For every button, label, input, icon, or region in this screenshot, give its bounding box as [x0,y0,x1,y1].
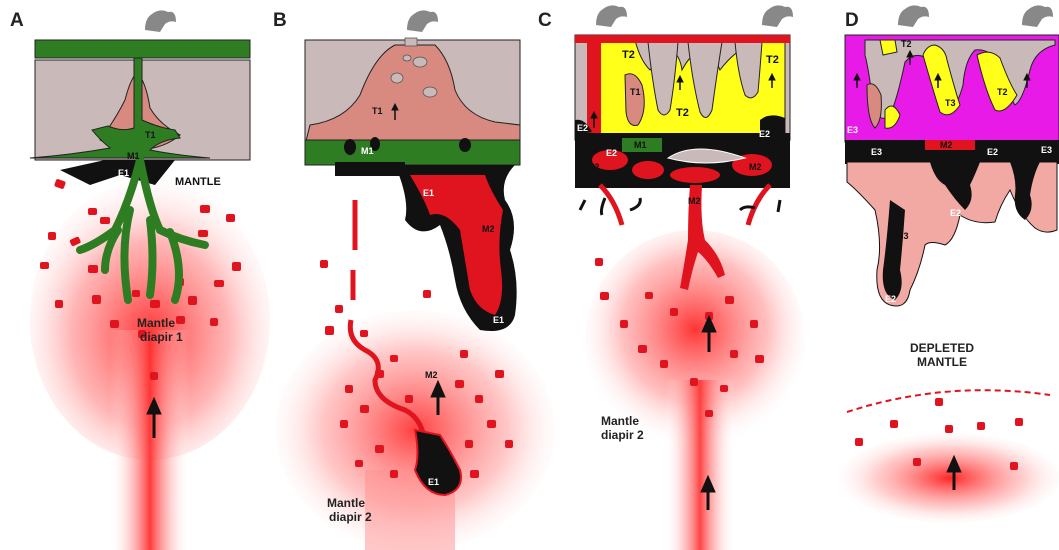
panel-d-drawing [795,0,1059,550]
label-t2-left: T2 [622,50,635,61]
panel-b: B T1 M1 E1 M2 E1 M2 E1 Mantle diapir 2 [265,0,530,550]
lithosphere-top [35,40,250,58]
label-e2-lower: E2 [950,209,961,218]
label-m2-tail: M2 [482,225,495,234]
panel-letter: D [845,10,859,32]
caption-line2: diapir 1 [140,330,183,344]
volcanic-smoke-icon [898,5,929,27]
label-e3-left: E3 [871,148,882,157]
mantle-diapir-head [840,433,1059,523]
label-t2-right: T2 [766,55,779,66]
volcanic-smoke-icon [596,5,627,27]
mantle-diapir-stem [110,330,190,550]
label-m2: M2 [940,141,953,150]
label-mantle: MANTLE [175,177,221,188]
volcanic-smoke-icon [1022,5,1053,27]
label-m1: M1 [361,147,374,156]
caption-line2: diapir 2 [329,510,372,524]
label-m2-center: M2 [688,197,701,206]
label-e2-right: E2 [759,130,770,139]
caption-line2: MANTLE [917,355,967,369]
label-m2-diapir: M2 [425,371,438,380]
caption-line1: Mantle [327,496,365,510]
label-e2-bottom: E2 [885,295,896,304]
label-e2-left: E2 [577,124,588,133]
caption-line1: Mantle [601,414,639,428]
label-e2-mid: E2 [987,148,998,157]
panel-a-drawing [0,0,265,550]
panel-c: C T2 T1 T2 T2 E2 E2 E2 M1 M2 M2 M2 Mantl… [530,0,795,550]
label-e2-mid: E2 [606,149,617,158]
caption-line1: Mantle [137,316,175,330]
panel-a: A T1 M1 E1 MANTLE Mantle diapir 1 [0,0,265,550]
mantle-diapir-stem [665,380,735,550]
depleted-mantle-boundary [847,390,1050,412]
label-t1: T1 [372,107,383,116]
panel-c-drawing [530,0,795,550]
panel-b-drawing [265,0,530,550]
green-lithosphere-m1 [305,140,520,165]
label-m3: M3 [896,232,909,241]
volcanic-smoke-icon [407,10,438,32]
label-m1: M1 [127,152,140,161]
panel-letter: C [538,10,552,32]
label-t3: T3 [945,99,956,108]
volcanic-smoke-icon [762,5,793,27]
panel-letter: A [10,10,24,32]
label-t2-top: T2 [901,40,912,49]
panel-d: D T2 T3 T2 E3 E3 M2 E2 E3 E2 M3 E2 DEPLE… [795,0,1059,550]
label-t2-center: T2 [676,108,689,119]
caption-line1: DEPLETED [910,341,974,355]
label-m2-left: M2 [587,163,600,172]
label-e3-right: E3 [1041,146,1052,155]
label-e1-bottom: E1 [428,478,439,487]
label-t1: T1 [145,131,156,140]
label-e1-top: E1 [423,189,434,198]
volcanic-smoke-icon [145,10,176,32]
label-e1: E1 [118,169,129,178]
label-t2-right: T2 [997,88,1008,97]
label-e1-tail: E1 [493,316,504,325]
label-e3-edge: E3 [847,126,858,135]
panel-letter: B [273,10,287,32]
melt-m2-branches [600,185,770,225]
caption-line2: diapir 2 [601,428,644,442]
label-m2-right: M2 [749,163,762,172]
melt-top-band [575,35,790,43]
label-m1: M1 [634,141,647,150]
label-t1: T1 [630,88,641,97]
